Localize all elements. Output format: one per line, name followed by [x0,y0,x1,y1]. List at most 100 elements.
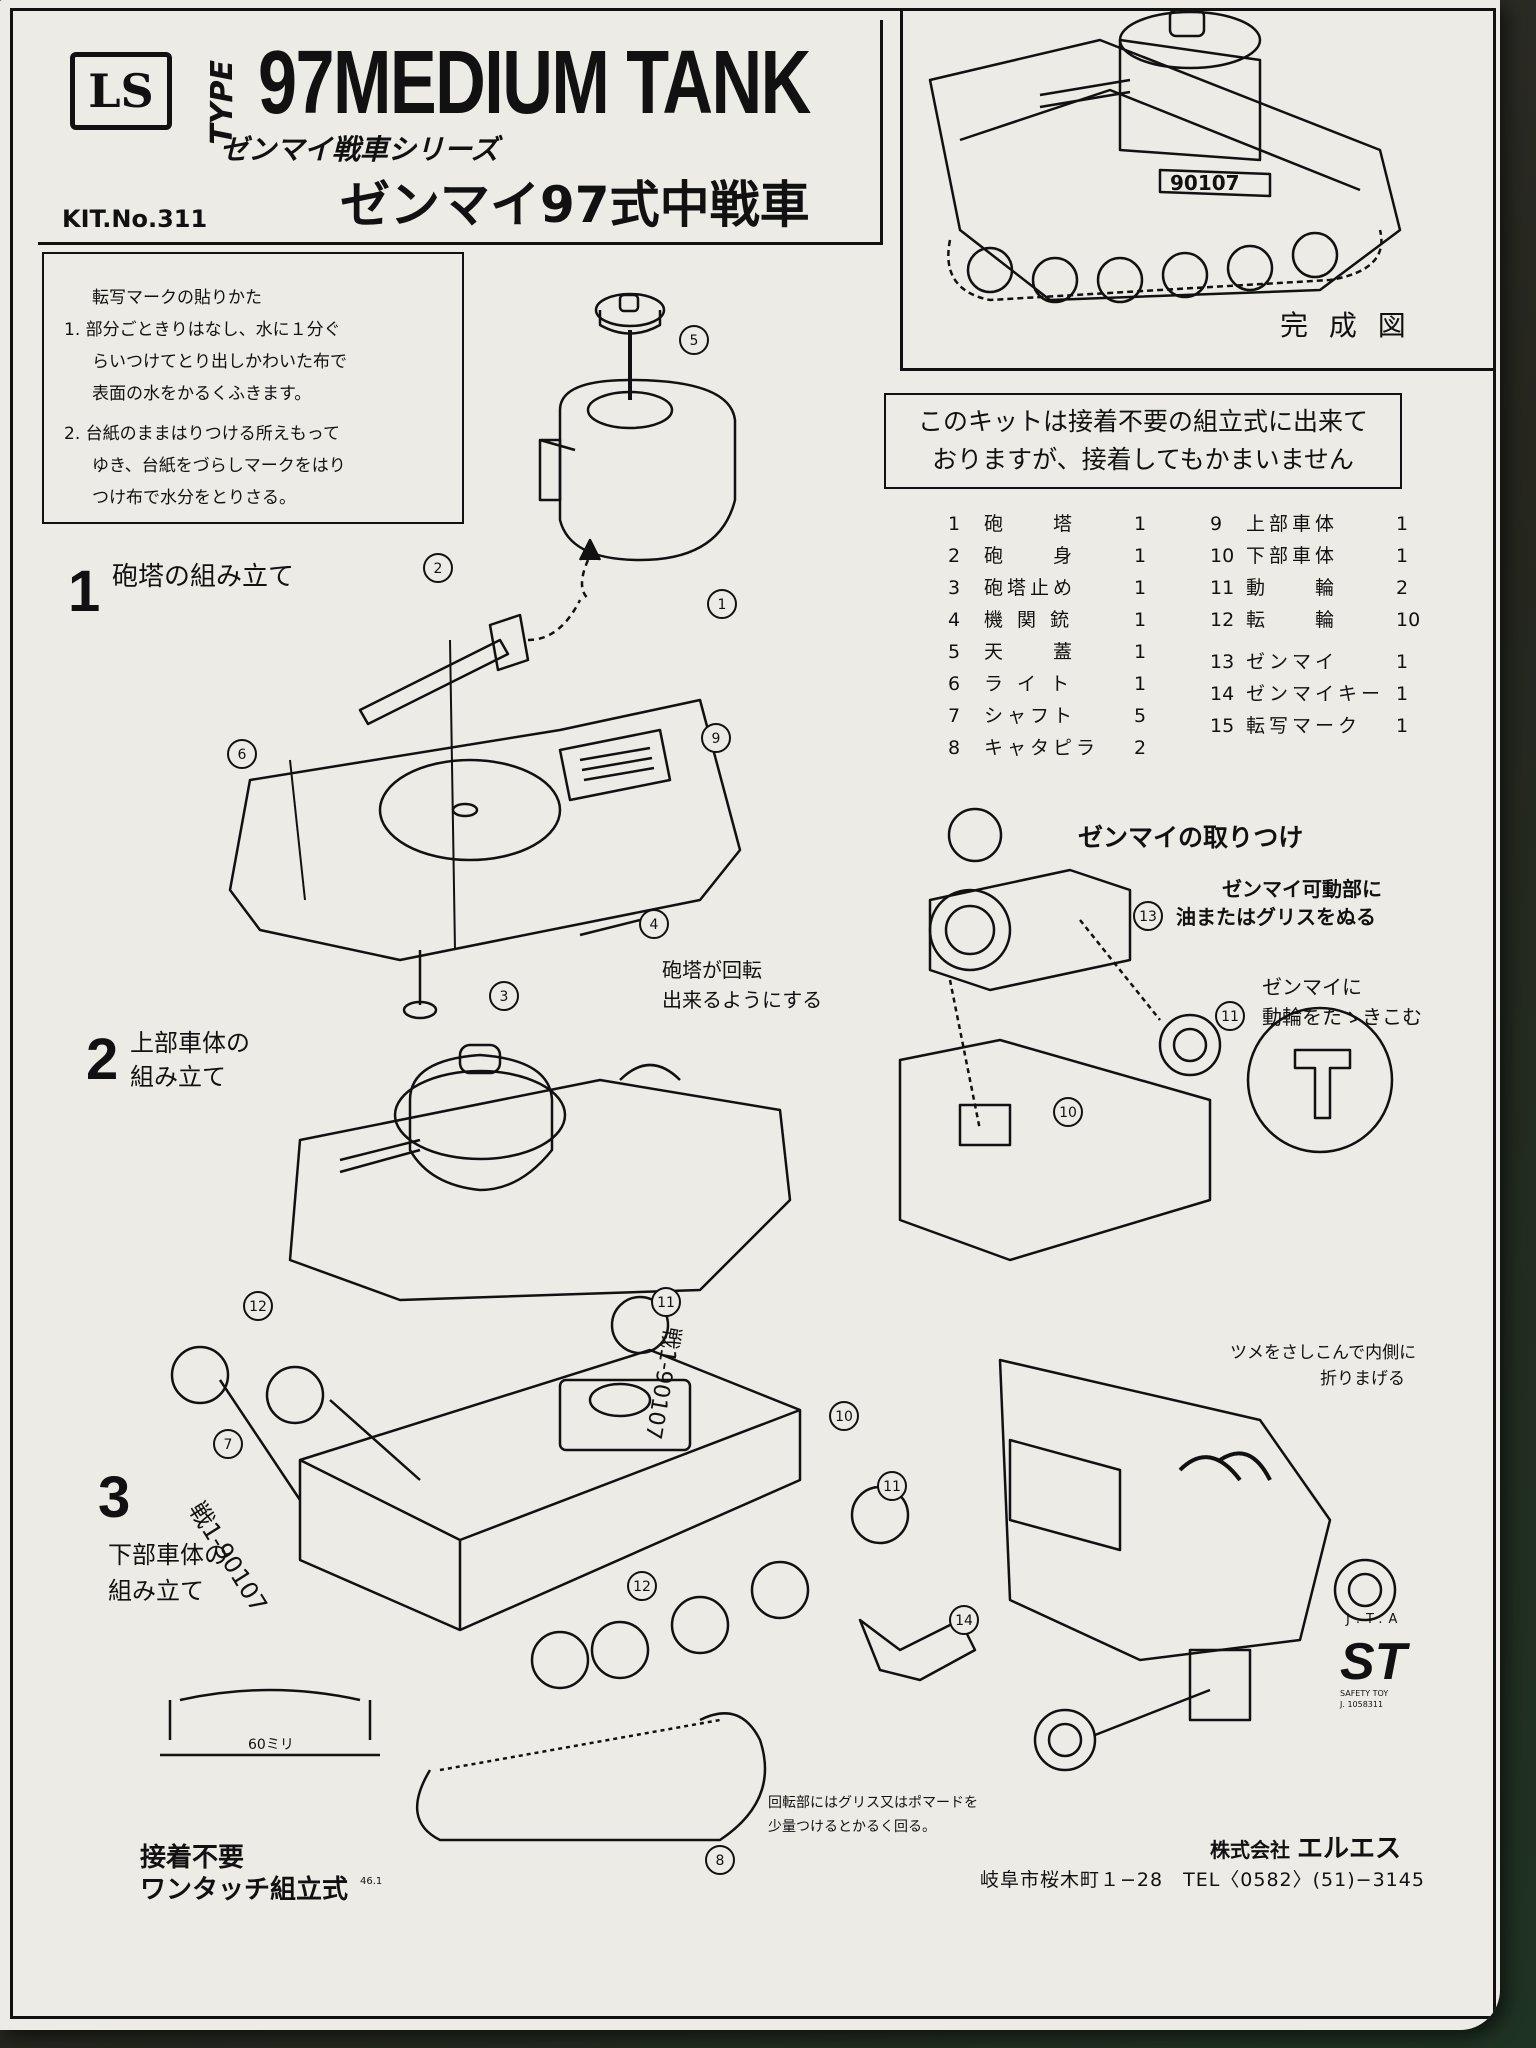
callout-circle-13 [1133,901,1163,931]
callout-circle-11 [877,1471,907,1501]
page-title: 97MEDIUM TANK [258,33,811,133]
callout-circle-3 [489,981,519,1011]
grease-note-2: 油またはグリスをぬる [1176,905,1376,929]
part-name: 転 輪 [1246,609,1339,631]
tab-fold-note-1: ツメをさしこんで内側に [1230,1343,1417,1363]
decal-step-2b: ゆき、台紙をづらしマークをはり [92,456,346,476]
callout-circle-1 [707,589,737,619]
callout-circle-8 [705,1845,735,1875]
part-quantity: 1 [1396,683,1409,705]
st-safety-logo: ST [1340,1633,1407,1691]
part-name: 動 輪 [1246,577,1339,599]
part-number: 8 [948,737,961,759]
tab-fold-drawing [998,1358,1397,1772]
upper-hull-assembled [288,1043,792,1302]
drive-wheel-note-1: ゼンマイに [1262,975,1362,999]
parts-right-row: 15 転写マーク 1 [1210,710,1420,742]
part-number: 3 [948,577,961,599]
spring-install-drawing [898,807,1394,1262]
part-quantity: 1 [1396,545,1409,567]
decal-step-2c: つけ布で水分をとりさる。 [92,488,296,508]
notice-line-2: おりますが、接着してもかまいません [932,445,1354,474]
callout-circle-11 [651,1287,681,1317]
turret-drawing [538,292,737,602]
spring-install-title: ゼンマイの取りつけ [1078,823,1304,852]
footer-assembly-type: ワンタッチ組立式 [140,1875,349,1905]
part-number: 11 [1210,577,1235,599]
part-name: シャフト [984,705,1077,727]
company-address: 岐阜市桜木町１−28 TEL〈0582〉(51)−3145 [980,1869,1425,1891]
header-box [38,20,883,245]
completed-label: 完 成 図 [1280,309,1412,342]
callout-label-11: 11 [1221,1009,1239,1025]
part-name: 転写マーク [1246,715,1362,737]
gun-barrel-drawing [358,599,582,726]
decal-step-1b: らいつけてとり出しかわいた布で [92,352,347,372]
part-quantity: 1 [1396,715,1409,737]
callout-label-8: 8 [716,1853,725,1869]
part-quantity: 1 [1134,641,1147,663]
callout-label-10: 10 [835,1409,853,1425]
footer-date: 46.1 [360,1876,383,1887]
completed-view-box [900,8,1493,371]
part-quantity: 1 [1134,545,1147,567]
part-number: 4 [948,609,961,631]
sheet-border [10,8,1496,2019]
part-quantity: 10 [1396,609,1421,631]
step-3-line-2: 組み立て [108,1577,204,1605]
part-number: 14 [1210,683,1235,705]
callout-label-11: 11 [657,1295,675,1311]
part-number: 15 [1210,715,1235,737]
part-quantity: 1 [1134,609,1147,631]
callout-label-3: 3 [500,989,509,1005]
part-number: 7 [948,705,961,727]
callout-label-13: 13 [1139,909,1157,925]
parts-left-row: 2 砲 身 1 [948,540,1146,572]
callout-label-12: 12 [633,1579,651,1595]
callout-label-9: 9 [712,731,721,747]
kit-number: KIT.No.311 [62,205,208,233]
step-3-number: 3 [98,1465,131,1530]
decal-step-2: 2. 台紙のままはりつける所えもって [64,424,340,444]
parts-left-row: 8 キャタピラ 2 [948,732,1146,764]
instruction-sheet: LS TYPE 97MEDIUM TANK ゼンマイ戦車シリーズ ゼンマイ97式… [0,0,1500,2030]
part-name: 上部車体 [1246,513,1339,535]
parts-right-row: 11 動 輪 2 [1210,572,1420,604]
footer-no-glue: 接着不要 [140,1843,245,1873]
footer-one-touch: 接着不要 ワンタッチ組立式 [140,1842,348,1906]
part-name: キャタピラ [984,737,1100,759]
decal-step-1c: 表面の水をかるくふきます。 [92,384,312,404]
part-name: 下部車体 [1246,545,1339,567]
part-quantity: 2 [1134,737,1147,759]
callout-circle-14 [949,1605,979,1635]
completed-tank-drawing [928,8,1402,304]
track-width-label: 60ミリ [248,1737,294,1753]
ls-logo: LS [70,52,172,130]
part-number: 2 [948,545,961,567]
part-name: 砲 塔 [984,513,1077,535]
grease-note-1: ゼンマイ可動部に [1222,877,1382,901]
callout-circle-5 [679,325,709,355]
part-quantity: 5 [1134,705,1147,727]
callout-circle-11 [1215,1001,1245,1031]
part-name: 砲 身 [984,545,1077,567]
part-name: 天 蓋 [984,641,1077,663]
step-3-line-1: 下部車体の [108,1541,228,1569]
part-name: ラ イ ト [984,673,1074,695]
part-number: 9 [1210,513,1223,535]
part-quantity: 2 [1396,577,1409,599]
callout-circle-2 [423,553,453,583]
callout-label-11: 11 [883,1479,901,1495]
callout-label-12: 12 [249,1299,267,1315]
drive-wheel-note-2: 動輪をたゝきこむ [1262,1005,1422,1029]
callout-label-7: 7 [224,1437,233,1453]
parts-left-row: 7 シャフト 5 [948,700,1146,732]
